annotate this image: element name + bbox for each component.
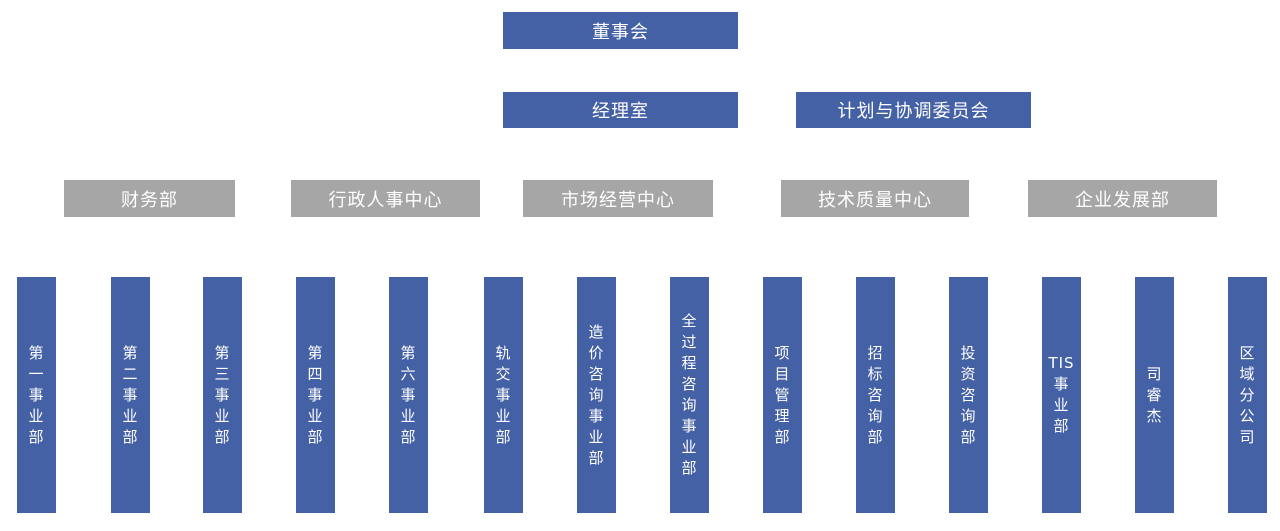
org-node-label: 第六事业部 <box>400 343 417 446</box>
org-node-tech-quality-center: 技术质量中心 <box>781 180 969 217</box>
org-node-investment-consulting-dept: 投资咨询部 <box>949 277 988 513</box>
org-node-division-3: 第三事业部 <box>203 277 242 513</box>
org-node-label: 第一事业部 <box>28 343 45 446</box>
org-node-label: 区域分公司 <box>1239 343 1256 446</box>
org-node-label: 项目管理部 <box>774 343 791 446</box>
org-node-label: 技术质量中心 <box>818 189 932 211</box>
org-node-board: 董事会 <box>503 12 738 49</box>
org-node-project-management-dept: 项目管理部 <box>763 277 802 513</box>
org-node-regional-branch: 区域分公司 <box>1228 277 1267 513</box>
org-node-manager-office: 经理室 <box>503 92 738 128</box>
org-node-label: 计划与协调委员会 <box>837 101 990 122</box>
org-node-finance-dept: 财务部 <box>64 180 235 217</box>
org-node-division-6: 第六事业部 <box>389 277 428 513</box>
org-node-division-4: 第四事业部 <box>296 277 335 513</box>
org-node-label: 全过程咨询事业部 <box>681 312 698 477</box>
org-node-label: 第四事业部 <box>307 343 324 446</box>
org-node-rail-transit-division: 轨交事业部 <box>484 277 523 513</box>
org-node-label: 企业发展部 <box>1075 189 1170 211</box>
org-node-label: 第二事业部 <box>122 343 139 446</box>
org-node-cost-consulting-division: 造价咨询事业部 <box>577 277 616 513</box>
org-node-label: 轨交事业部 <box>495 343 512 446</box>
org-node-admin-hr-center: 行政人事中心 <box>291 180 480 217</box>
org-node-label: 招标咨询部 <box>867 343 884 446</box>
org-node-label: 行政人事中心 <box>328 189 443 211</box>
org-node-whole-process-consulting-division: 全过程咨询事业部 <box>670 277 709 513</box>
org-node-label: 投资咨询部 <box>960 343 977 446</box>
org-node-label: 董事会 <box>592 21 649 43</box>
org-node-label: 财务部 <box>121 189 178 211</box>
org-node-market-operation-center: 市场经营中心 <box>523 180 713 217</box>
org-node-division-2: 第二事业部 <box>111 277 150 513</box>
org-node-label: 第三事业部 <box>214 343 231 446</box>
org-node-label: 市场经营中心 <box>561 189 675 211</box>
org-node-division-1: 第一事业部 <box>17 277 56 513</box>
org-node-label: 司睿杰 <box>1146 364 1163 425</box>
org-node-planning-coordination-committee: 计划与协调委员会 <box>796 92 1031 128</box>
org-node-bidding-consulting-dept: 招标咨询部 <box>856 277 895 513</box>
org-node-label: 造价咨询事业部 <box>588 322 605 467</box>
org-node-label: 经理室 <box>592 101 649 122</box>
org-node-enterprise-development-dept: 企业发展部 <box>1028 180 1217 217</box>
org-node-siruijie: 司睿杰 <box>1135 277 1174 513</box>
